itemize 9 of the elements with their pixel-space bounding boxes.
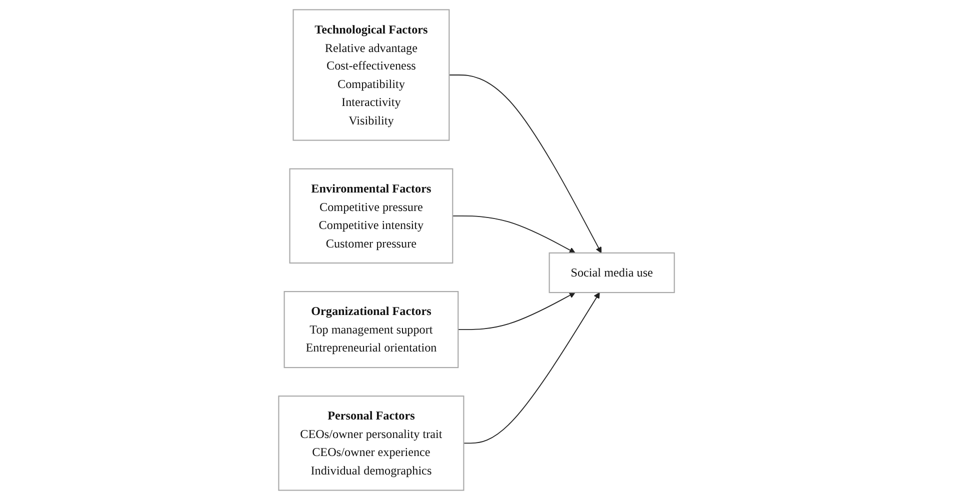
node-box: Technological Factors Relative advantage Cost-effectiveness Compatibility Interactivity Visibility	[292, 9, 450, 141]
node-box: Organizational Factors Top management support Entrepreneurial orientation	[284, 291, 459, 368]
arrow	[458, 292, 576, 330]
node-box: Personal Factors CEOs/owner personality trait CEOs/owner experience Individual demographics	[278, 396, 464, 491]
node-box: Environmental Factors Competitive pressure Competitive intensity Customer pressure	[289, 168, 454, 264]
arrow	[448, 74, 602, 254]
node-box: Social media use	[548, 252, 675, 294]
arrow	[463, 292, 600, 444]
arrow	[452, 215, 576, 254]
